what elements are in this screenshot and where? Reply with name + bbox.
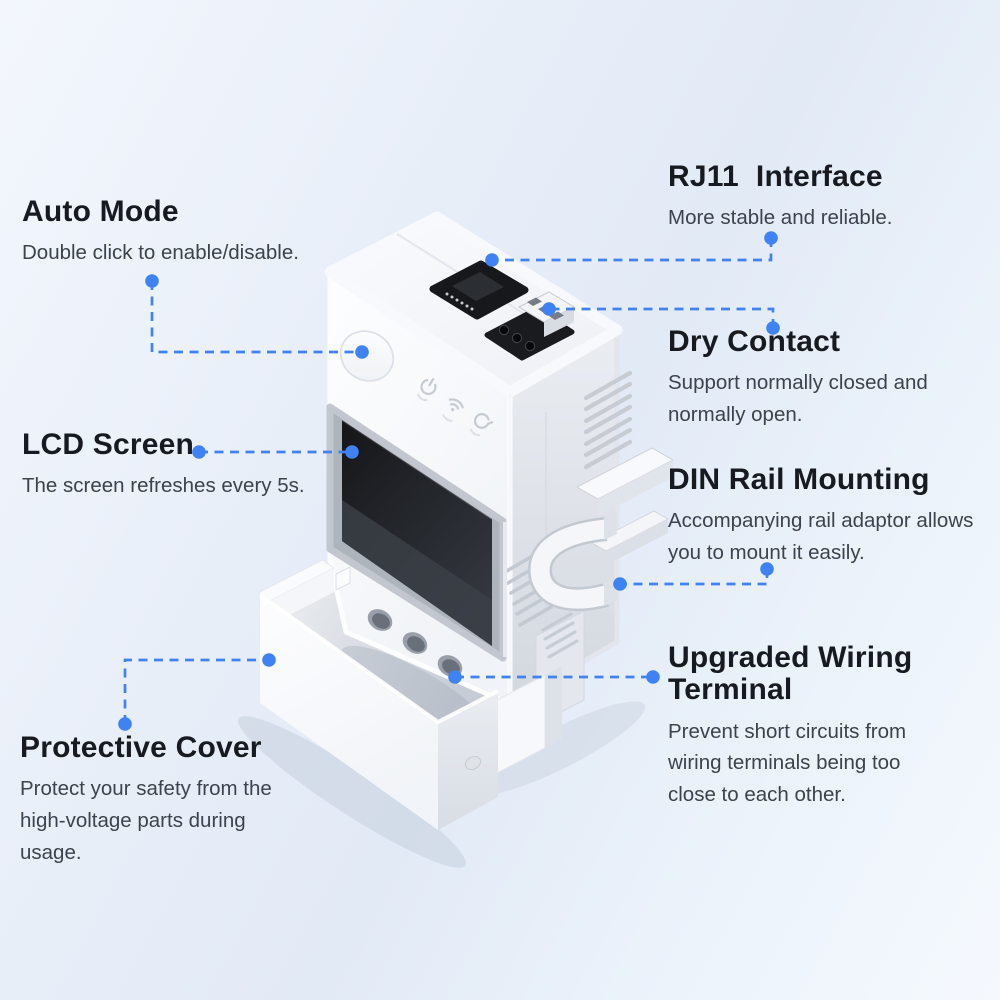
callout-desc-dry-contact: Support normally closed and normally ope… [668,371,928,426]
device-bottom-stubs [496,610,585,774]
callout-dry-contact: Dry Contact Support normally closed and … [668,325,928,431]
link-icon [470,413,494,437]
rail-clip [530,519,609,609]
callout-desc-lcd-screen: The screen refreshes every 5s. [22,474,305,498]
connector-dot [448,670,462,684]
stub-front-side [545,666,562,748]
cover-front-left-face [260,595,438,830]
status-icons [417,378,494,437]
callout-title-dry-contact: Dry Contact [668,325,841,358]
callout-auto-mode: Auto Mode Double click to enable/disable… [22,195,299,269]
callout-desc-din-rail-mounting: Accompanying rail adaptor allows you to … [668,509,974,564]
callout-rj11-interface: RJ11 Interface More stable and reliable. [668,160,893,234]
vent-slats-stub [541,612,579,659]
lcd-cavity [342,500,492,646]
dry-contact-holes [498,324,536,352]
lcd-glass-highlight [341,419,493,520]
connector-dot [613,577,627,591]
scene-shadows [238,701,646,868]
rj11-socket [452,272,504,301]
connector-dot [542,302,556,316]
callout-lcd-screen: LCD Screen The screen refreshes every 5s… [22,428,305,502]
rail-bar-top-side [598,460,673,516]
cover-shadow [238,716,466,868]
connector-dot [192,445,206,459]
callout-line-rj11 [485,231,778,267]
callout-title-lcd-screen: LCD Screen [22,428,195,461]
callout-desc-auto-mode: Double click to enable/disable. [22,241,299,265]
cover-rim-highlight [258,593,499,725]
dry-contact-carrier-side [544,307,574,337]
connector-dot [760,562,774,576]
callout-title-upgraded-wiring-terminal: Upgraded Wiring Terminal [668,641,913,707]
callout-protective-cover: Protective Cover Protect your safety fro… [20,731,272,868]
callout-desc-protective-cover: Protect your safety from the high-voltag… [20,777,272,864]
connector-dot [118,717,132,731]
rj11-port [429,260,529,320]
callout-desc-rj11-interface: More stable and reliable. [668,206,893,230]
callout-line-auto-mode [145,274,369,359]
connector-dot [764,231,778,245]
callout-line-dry-contact [542,302,780,335]
callout-title-rj11-interface: RJ11 Interface [668,160,883,193]
callout-line-din-rail [613,562,774,591]
callout-line-wiring [448,670,660,684]
din-rail-bracket [527,447,675,611]
rj11-pins [445,292,474,311]
smart-switch-device [324,211,633,774]
callout-desc-upgraded-wiring-terminal: Prevent short circuits from wiring termi… [668,719,907,806]
wiring-terminal-holes [367,609,463,677]
cover-hole [464,756,482,770]
lcd-screen-panel [326,403,507,662]
device-shadow [474,701,646,795]
connector-dot [345,445,359,459]
wifi-icon [442,398,464,422]
callout-upgraded-wiring-terminal: Upgraded Wiring Terminal Prevent short c… [668,641,913,810]
connector-dot [145,274,159,288]
cover-backleft-inner [270,568,334,625]
callout-din-rail-mounting: DIN Rail Mounting Accompanying rail adap… [668,463,974,569]
callout-title-auto-mode: Auto Mode [22,195,179,228]
power-icon [417,378,437,402]
callout-lines [118,231,780,731]
protective-cover-box [257,559,499,830]
connector-dot [262,653,276,667]
callout-title-protective-cover: Protective Cover [20,731,262,764]
clip-end-top [604,511,617,540]
callout-title-din-rail-mounting: DIN Rail Mounting [668,463,930,496]
callout-line-cover [118,653,276,731]
connector-dot [766,321,780,335]
connector-dot [355,345,369,359]
cover-notch [335,566,351,591]
callout-line-lcd [192,445,359,459]
connector-dot [485,253,499,267]
vent-slats-upper [583,370,633,470]
connector-dot [646,670,660,684]
rail-bar-low-side [606,519,668,565]
